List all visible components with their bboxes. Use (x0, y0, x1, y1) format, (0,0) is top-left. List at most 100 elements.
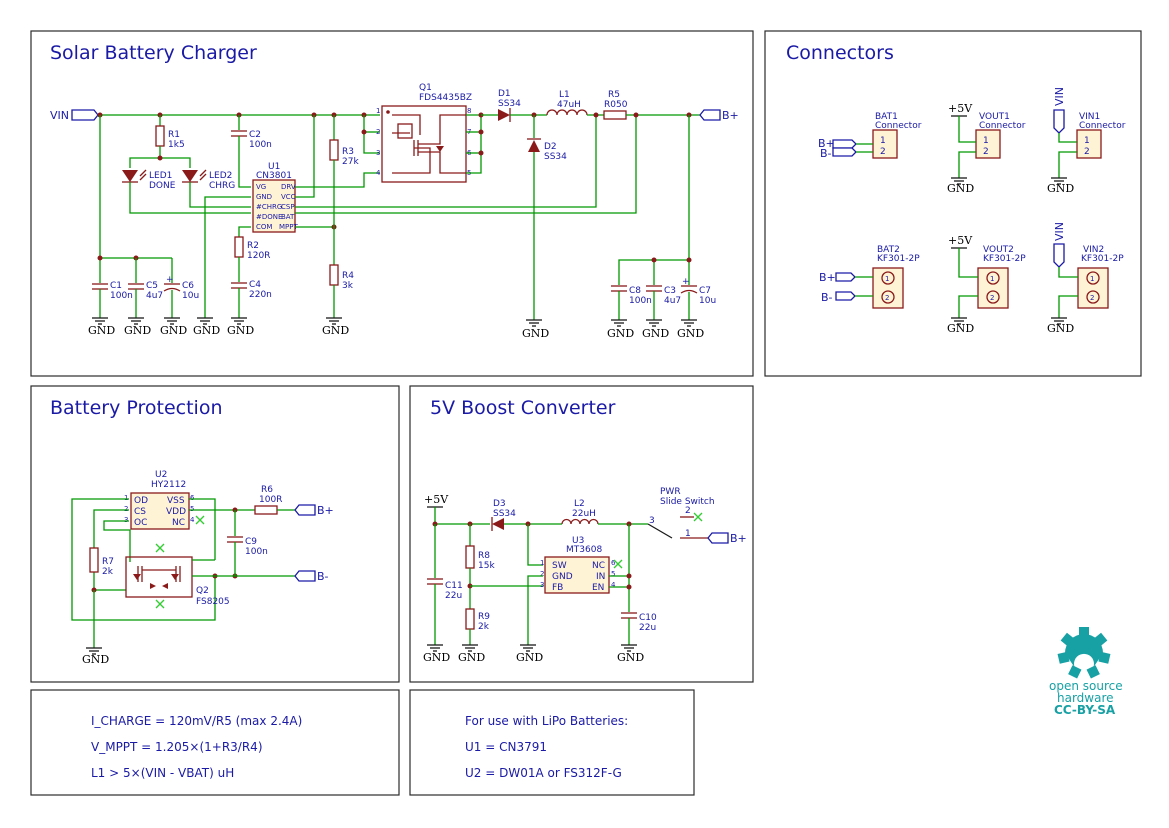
gnd-symbol-r9: GND (458, 644, 485, 664)
svg-text:R050: R050 (604, 100, 628, 110)
svg-text:KF301-2P: KF301-2P (1081, 254, 1124, 264)
svg-text:COM: COM (256, 223, 272, 231)
svg-text:R3: R3 (342, 147, 354, 157)
svg-text:GND: GND (322, 324, 349, 337)
svg-text:1: 1 (376, 107, 380, 115)
svg-text:CHRG: CHRG (209, 181, 235, 191)
vout2-terminal-block: 1 2 VOUT2 KF301-2P (977, 245, 1026, 309)
r2-resistor: R2 120R (234, 236, 270, 261)
svg-text:R5: R5 (608, 90, 620, 100)
svg-text:BAT2: BAT2 (877, 245, 900, 255)
svg-text:OC: OC (134, 518, 147, 528)
svg-text:U3: U3 (572, 536, 584, 546)
c10-capacitor: C10 22u (621, 612, 657, 633)
q1-mosfet: Q1 FDS4435BZ 1 2 3 4 8 7 6 5 (376, 83, 472, 183)
svg-text:GND: GND (522, 327, 549, 340)
svg-text:GND: GND (947, 322, 974, 335)
svg-text:R6: R6 (261, 485, 273, 495)
svg-text:VG: VG (256, 183, 266, 191)
battery-protection-frame (30, 385, 400, 683)
svg-text:4u7: 4u7 (664, 296, 681, 306)
svg-text:1k5: 1k5 (168, 140, 185, 150)
svg-text:22uH: 22uH (572, 509, 596, 519)
notes-left-frame (30, 689, 400, 796)
svg-text:22u: 22u (445, 591, 462, 601)
svg-text:120R: 120R (247, 251, 270, 261)
c8-capacitor: C8 100n (611, 285, 652, 306)
svg-text:B+: B+ (722, 109, 739, 122)
note-lipo: For use with LiPo Batteries: (465, 714, 628, 728)
bat2-terminal-block: 1 2 BAT2 KF301-2P (872, 245, 920, 309)
svg-text:VIN: VIN (1053, 87, 1066, 106)
gnd-symbol-c10: GND (617, 644, 644, 664)
svg-text:GND: GND (227, 324, 254, 337)
svg-text:2k: 2k (102, 567, 114, 577)
svg-text:Connector: Connector (1079, 121, 1126, 131)
svg-text:SW: SW (552, 561, 567, 571)
gnd-symbol-c1: GND (88, 317, 115, 337)
svg-text:PWR: PWR (660, 487, 681, 497)
svg-text:B-: B- (317, 570, 329, 583)
svg-text:2: 2 (685, 506, 691, 516)
svg-text:C8: C8 (629, 286, 641, 296)
svg-text:CN3801: CN3801 (256, 171, 292, 181)
bminus-net-flag-protection: B- (294, 570, 329, 583)
svg-text:R1: R1 (168, 130, 180, 140)
svg-text:VIN1: VIN1 (1079, 112, 1100, 122)
svg-text:CC-BY-SA: CC-BY-SA (1054, 703, 1116, 717)
svg-text:6: 6 (611, 559, 616, 567)
svg-text:+5V: +5V (948, 234, 973, 247)
connectors-title: Connectors (786, 42, 894, 64)
note-u2: U2 = DW01A or FS312F-G (465, 766, 622, 780)
gnd-symbol-protection: GND (82, 647, 109, 666)
svg-text:+: + (166, 275, 174, 285)
svg-text:LED2: LED2 (209, 171, 232, 181)
bplus-net-flag-boost: B+ (707, 532, 747, 545)
led2-chrg: LED2 CHRG (182, 169, 235, 191)
connectors-circuit: BAT1 Connector 1 2 B+ B- VOUT1 Connector… (818, 87, 1126, 335)
open-source-hardware-logo: open source hardware CC-BY-SA (1049, 627, 1123, 717)
svg-text:VIN: VIN (1053, 222, 1066, 241)
svg-text:2: 2 (540, 570, 544, 578)
svg-text:FB: FB (552, 583, 563, 593)
svg-text:GND: GND (642, 327, 669, 340)
svg-text:1: 1 (1084, 136, 1090, 146)
svg-text:NC: NC (172, 518, 185, 528)
svg-text:#DONE: #DONE (256, 213, 282, 221)
solar-charger-frame (30, 30, 754, 377)
svg-text:47uH: 47uH (557, 100, 581, 110)
svg-text:GND: GND (1047, 322, 1074, 335)
c11-capacitor: C11 22u (427, 578, 463, 601)
svg-text:open source: open source (1049, 679, 1123, 693)
u1-cn3801-ic: U1 CN3801 VG GND #CHRG #DONE COM DRV VCC… (252, 162, 298, 233)
svg-text:hardware: hardware (1057, 691, 1114, 705)
d1-schottky-diode: D1 SS34 (498, 89, 521, 122)
svg-text:VIN: VIN (50, 109, 69, 122)
svg-text:2: 2 (885, 294, 889, 302)
svg-text:GND: GND (256, 193, 272, 201)
svg-text:R4: R4 (342, 271, 354, 281)
svg-text:GND: GND (607, 327, 634, 340)
solar-charger-circuit: VIN C1 100n C5 4u7 C6 10u (50, 83, 739, 340)
svg-text:MT3608: MT3608 (566, 545, 602, 555)
svg-text:100R: 100R (259, 495, 282, 505)
svg-text:C2: C2 (249, 130, 261, 140)
svg-text:VSS: VSS (167, 496, 185, 506)
vin2-terminal-block: 1 2 VIN2 KF301-2P (1077, 245, 1124, 309)
boost-converter-frame (409, 385, 754, 683)
svg-text:Q2: Q2 (196, 586, 209, 596)
battery-protection-circuit: U2 HY2112 OD CS OC VSS VDD NC 1 2 3 6 5 … (71, 470, 334, 666)
svg-text:GND: GND (516, 651, 543, 664)
bat1-connector: BAT1 Connector 1 2 (872, 112, 922, 159)
gnd-symbol-u1: GND (193, 317, 220, 337)
svg-text:GND: GND (677, 327, 704, 340)
note-u1: U1 = CN3791 (465, 740, 547, 754)
svg-text:6: 6 (190, 494, 195, 502)
svg-text:IN: IN (596, 572, 605, 582)
svg-text:1: 1 (540, 559, 544, 567)
gnd-symbol-u3: GND (516, 644, 543, 664)
svg-text:GND: GND (193, 324, 220, 337)
svg-text:R2: R2 (247, 241, 259, 251)
svg-text:+5V: +5V (948, 102, 973, 115)
svg-text:Connector: Connector (979, 121, 1026, 131)
